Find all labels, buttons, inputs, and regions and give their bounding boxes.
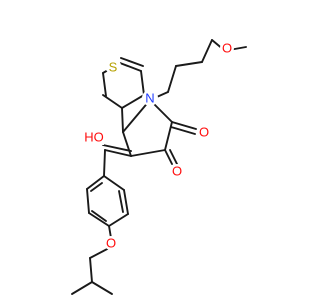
keto-oxygen-upper-label: O <box>199 125 209 140</box>
nitrogen-atom-label: N <box>145 91 154 106</box>
molecule-structure: S N O HO O O O <box>71 39 247 295</box>
atom-labels: S N O HO O O O <box>84 41 234 251</box>
ether-oxygen-label: O <box>106 236 116 251</box>
methoxy-oxygen-label: O <box>222 41 232 56</box>
sulfur-atom-label: S <box>109 60 118 75</box>
hydroxyl-label: HO <box>84 130 104 145</box>
keto-oxygen-lower-label: O <box>172 164 182 179</box>
bond-lines <box>71 39 247 295</box>
